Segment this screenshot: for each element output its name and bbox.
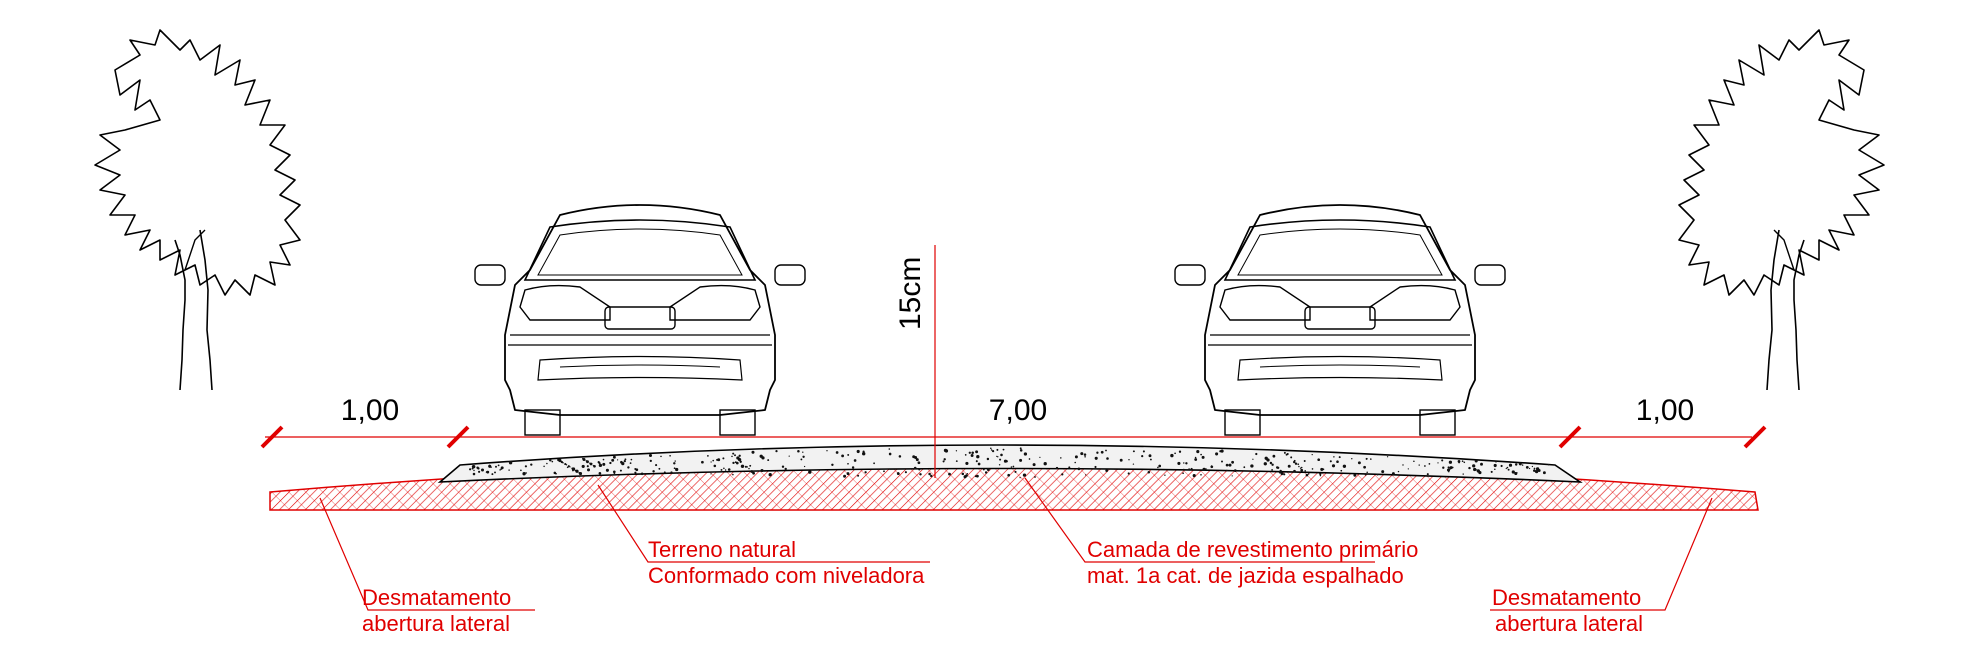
primary-surface-layer [437,444,1583,483]
left-clearing-leader [319,497,535,611]
terrain-label-line1: Terreno natural [648,537,796,562]
dimension-tick [1743,425,1767,449]
terrain-leader [597,484,930,563]
car-front-icon [1174,204,1506,436]
terrain-label-line2: Conformado com niveladora [648,563,925,588]
left-shoulder-dimension: 1,00 [341,394,399,427]
layer-leader [1024,477,1375,563]
layer-thickness-label: 15cm [894,257,927,330]
left-clearing-label-line2: abertura lateral [362,611,510,636]
gravel-texture [469,447,1550,479]
right-clearing-label-line1: Desmatamento [1492,585,1641,610]
layer-label-line1: Camada de revestimento primário [1087,537,1418,562]
left-clearing-label-line1: Desmatamento [362,585,511,610]
right-clearing-leader [1490,497,1713,611]
dimension-tick [446,425,470,449]
roadway-dimension: 7,00 [989,394,1047,427]
dimension-tick [1558,425,1582,449]
tree-icon [94,29,301,391]
car-front-icon [474,204,806,436]
right-clearing-label-line2: abertura lateral [1495,611,1643,636]
dimension-tick [260,425,284,449]
tree-icon [1678,29,1885,391]
layer-label-line2: mat. 1a cat. de jazida espalhado [1087,563,1404,588]
right-shoulder-dimension: 1,00 [1636,394,1694,427]
